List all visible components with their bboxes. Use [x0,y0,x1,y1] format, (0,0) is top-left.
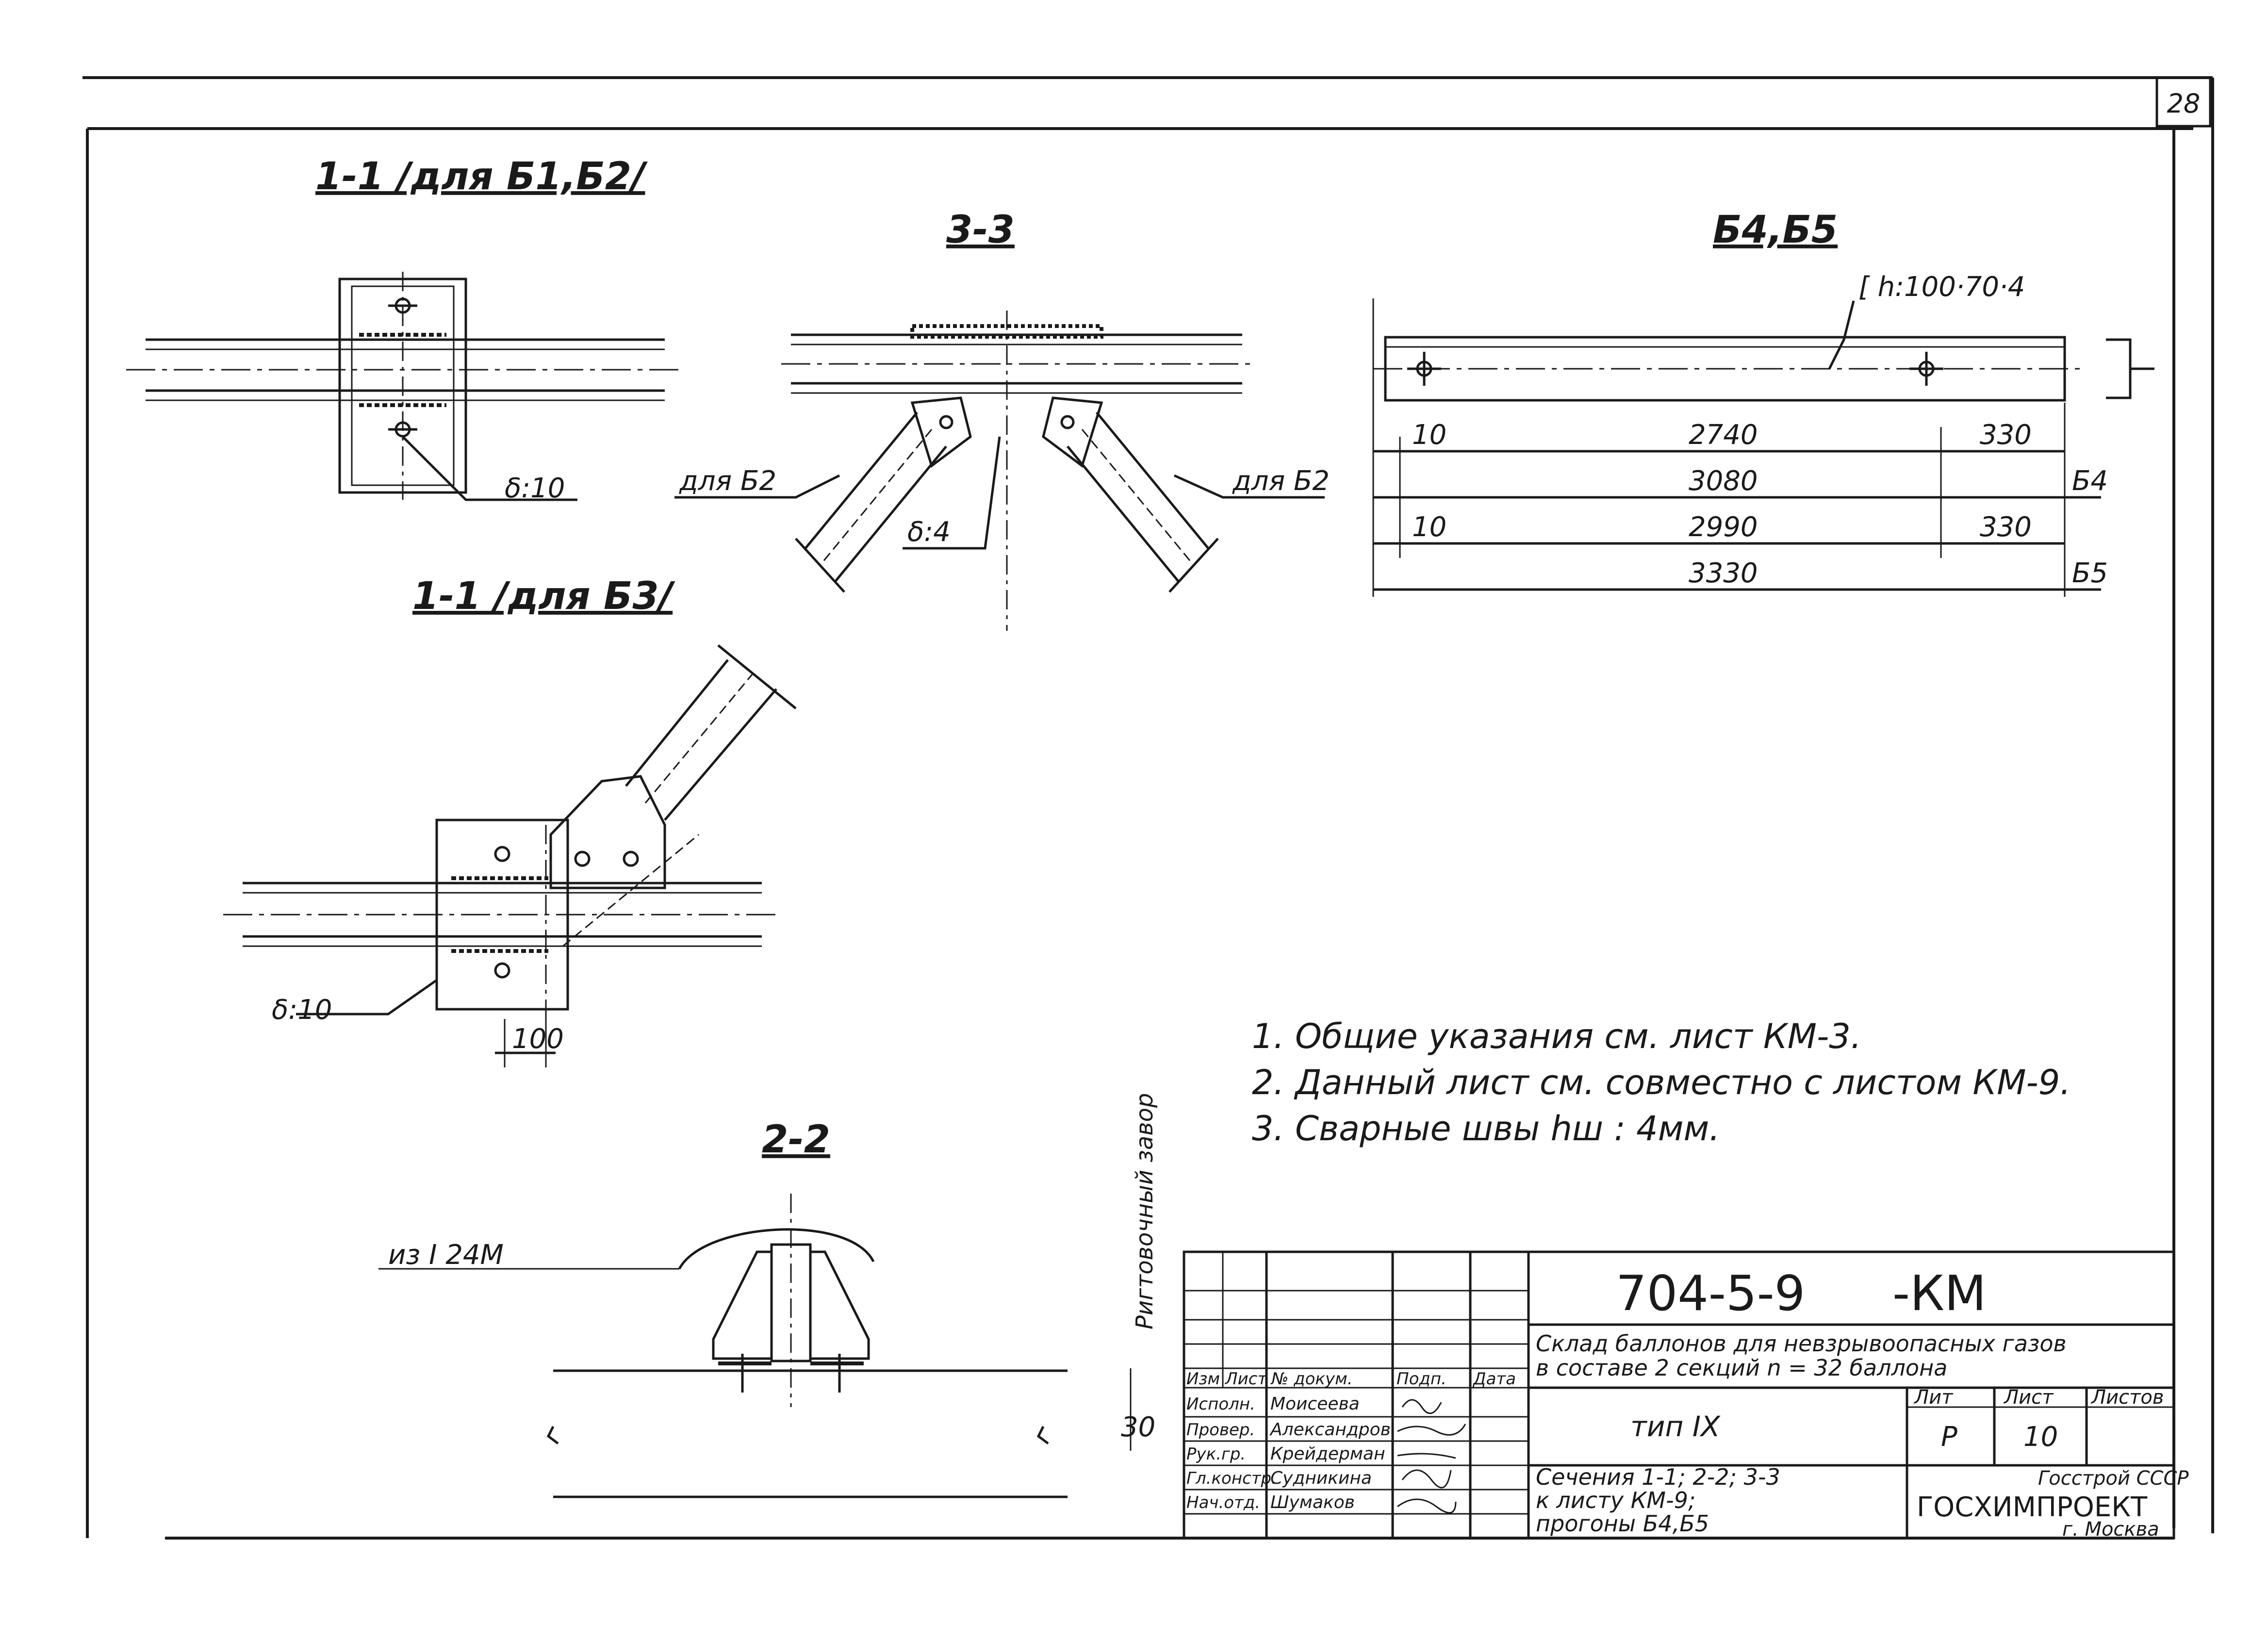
signatures [1397,1399,1466,1514]
name-3: Крейдерман [1270,1444,1385,1464]
section-title-2-2: 2-2 [762,1118,830,1162]
column-doc: № докум. [1270,1369,1353,1389]
section-title-3-3: 3-3 [946,208,1015,252]
column-izm: Изм [1186,1369,1220,1389]
stage-header-lit: Лит [1913,1386,1954,1409]
title-description-1: Склад баллонов для невзрывоопасных газов [1536,1330,2067,1357]
name-2: Александров [1269,1420,1391,1440]
title-code: 704-5-9 [1616,1265,1805,1322]
section-2-2: 2-2 из I 24М Ригтовочный завор 30 [378,1093,1158,1498]
dim-b5-total: 3330 [1689,558,1758,589]
sheet-frame [82,76,2214,1540]
dim-b5-3: 330 [1980,511,2032,543]
org-top: Госстрой СССР [2038,1467,2189,1490]
dim-b4-2: 2740 [1689,419,1758,451]
name-1: Моисеева [1270,1394,1360,1414]
section-3-3: 3-3 для Б2 для Б2 δ:4 [674,208,1330,631]
mark-b4: Б4 [2072,465,2108,497]
role-3: Рук.гр. [1186,1444,1246,1464]
sheet-number: 28 [2167,88,2201,119]
drawing-title-1: Сечения 1-1; 2-2; 3-3 [1536,1464,1780,1490]
stage-header-sheet: Лист [2003,1386,2054,1409]
section-title-b4b5: Б4,Б5 [1713,208,1838,252]
title-description-2: в составе 2 секций n = 32 баллона [1536,1355,1947,1381]
sheet-value: 10 [2023,1421,2058,1453]
dim-b4-3: 330 [1980,419,2032,451]
note-3: 3. Сварные швы hш : 4мм. [1252,1109,1720,1148]
name-5: Шумаков [1270,1492,1355,1512]
stage-value: Р [1941,1421,1957,1453]
dim-b5-2: 2990 [1689,511,1758,543]
dim-1-1-b3: 100 [512,1023,564,1055]
plate-label-3-3: δ:4 [907,516,951,548]
title-type: тип IX [1630,1410,1721,1443]
org-name: ГОСХИМПРОЕКТ [1917,1492,2148,1523]
dim-2-2: 30 [1121,1411,1155,1443]
column-date: Дата [1472,1369,1516,1389]
label-3-3-left: для Б2 [679,465,776,497]
role-5: Нач.отд. [1186,1493,1260,1512]
drawing-title-2: к листу КМ-9; [1536,1487,1695,1513]
org-city: г. Москва [2062,1518,2159,1541]
role-2: Провер. [1186,1420,1255,1440]
section-title-1-1-b3: 1-1 /для Б3/ [412,574,675,618]
note-2: 2. Данный лист см. совместно с листом КМ… [1252,1063,2071,1102]
label-3-3-right: для Б2 [1232,465,1330,497]
plate-label-1-1-b1b2: δ:10 [505,473,565,504]
notes: 1. Общие указания см. лист КМ-3. 2. Данн… [1252,1017,2071,1148]
column-sign: Подп. [1397,1369,1446,1389]
note-1: 1. Общие указания см. лист КМ-3. [1252,1017,1861,1056]
beam-label-2-2: из I 24М [388,1239,504,1271]
role-1: Исполн. [1186,1394,1255,1414]
plate-label-1-1-b3: δ:10 [272,994,332,1026]
stage-header-sheets: Листов [2090,1386,2164,1409]
dim-b4-1: 10 [1412,419,1446,451]
side-label-2-2: Ригтовочный завор [1131,1093,1158,1330]
section-title-1-1-b1b2: 1-1 /для Б1,Б2/ [315,155,648,198]
name-4: Судникина [1270,1468,1372,1488]
section-1-1-b3: 1-1 /для Б3/ δ:10 100 [223,574,797,1067]
role-4: Гл.констр. [1186,1469,1277,1488]
section-1-1-b1b2: 1-1 /для Б1,Б2/ δ:10 [126,155,679,504]
title-block: 704-5-9 -КМ Склад баллонов для невзрывоо… [1183,1250,2189,1541]
dim-b5-1: 10 [1412,511,1446,543]
drawing-title-3: прогоны Б4,Б5 [1536,1510,1709,1537]
purlin-b4-b5: Б4,Б5 [ h:100·70·4 10 2740 330 3080 Б4 1… [1372,208,2154,597]
mark-b5: Б5 [2072,558,2108,589]
title-suffix: -КМ [1892,1265,1986,1322]
dim-b4-total: 3080 [1689,465,1758,497]
column-list: Лист [1224,1369,1267,1389]
profile-label-b4b5: [ h:100·70·4 [1858,271,2025,303]
